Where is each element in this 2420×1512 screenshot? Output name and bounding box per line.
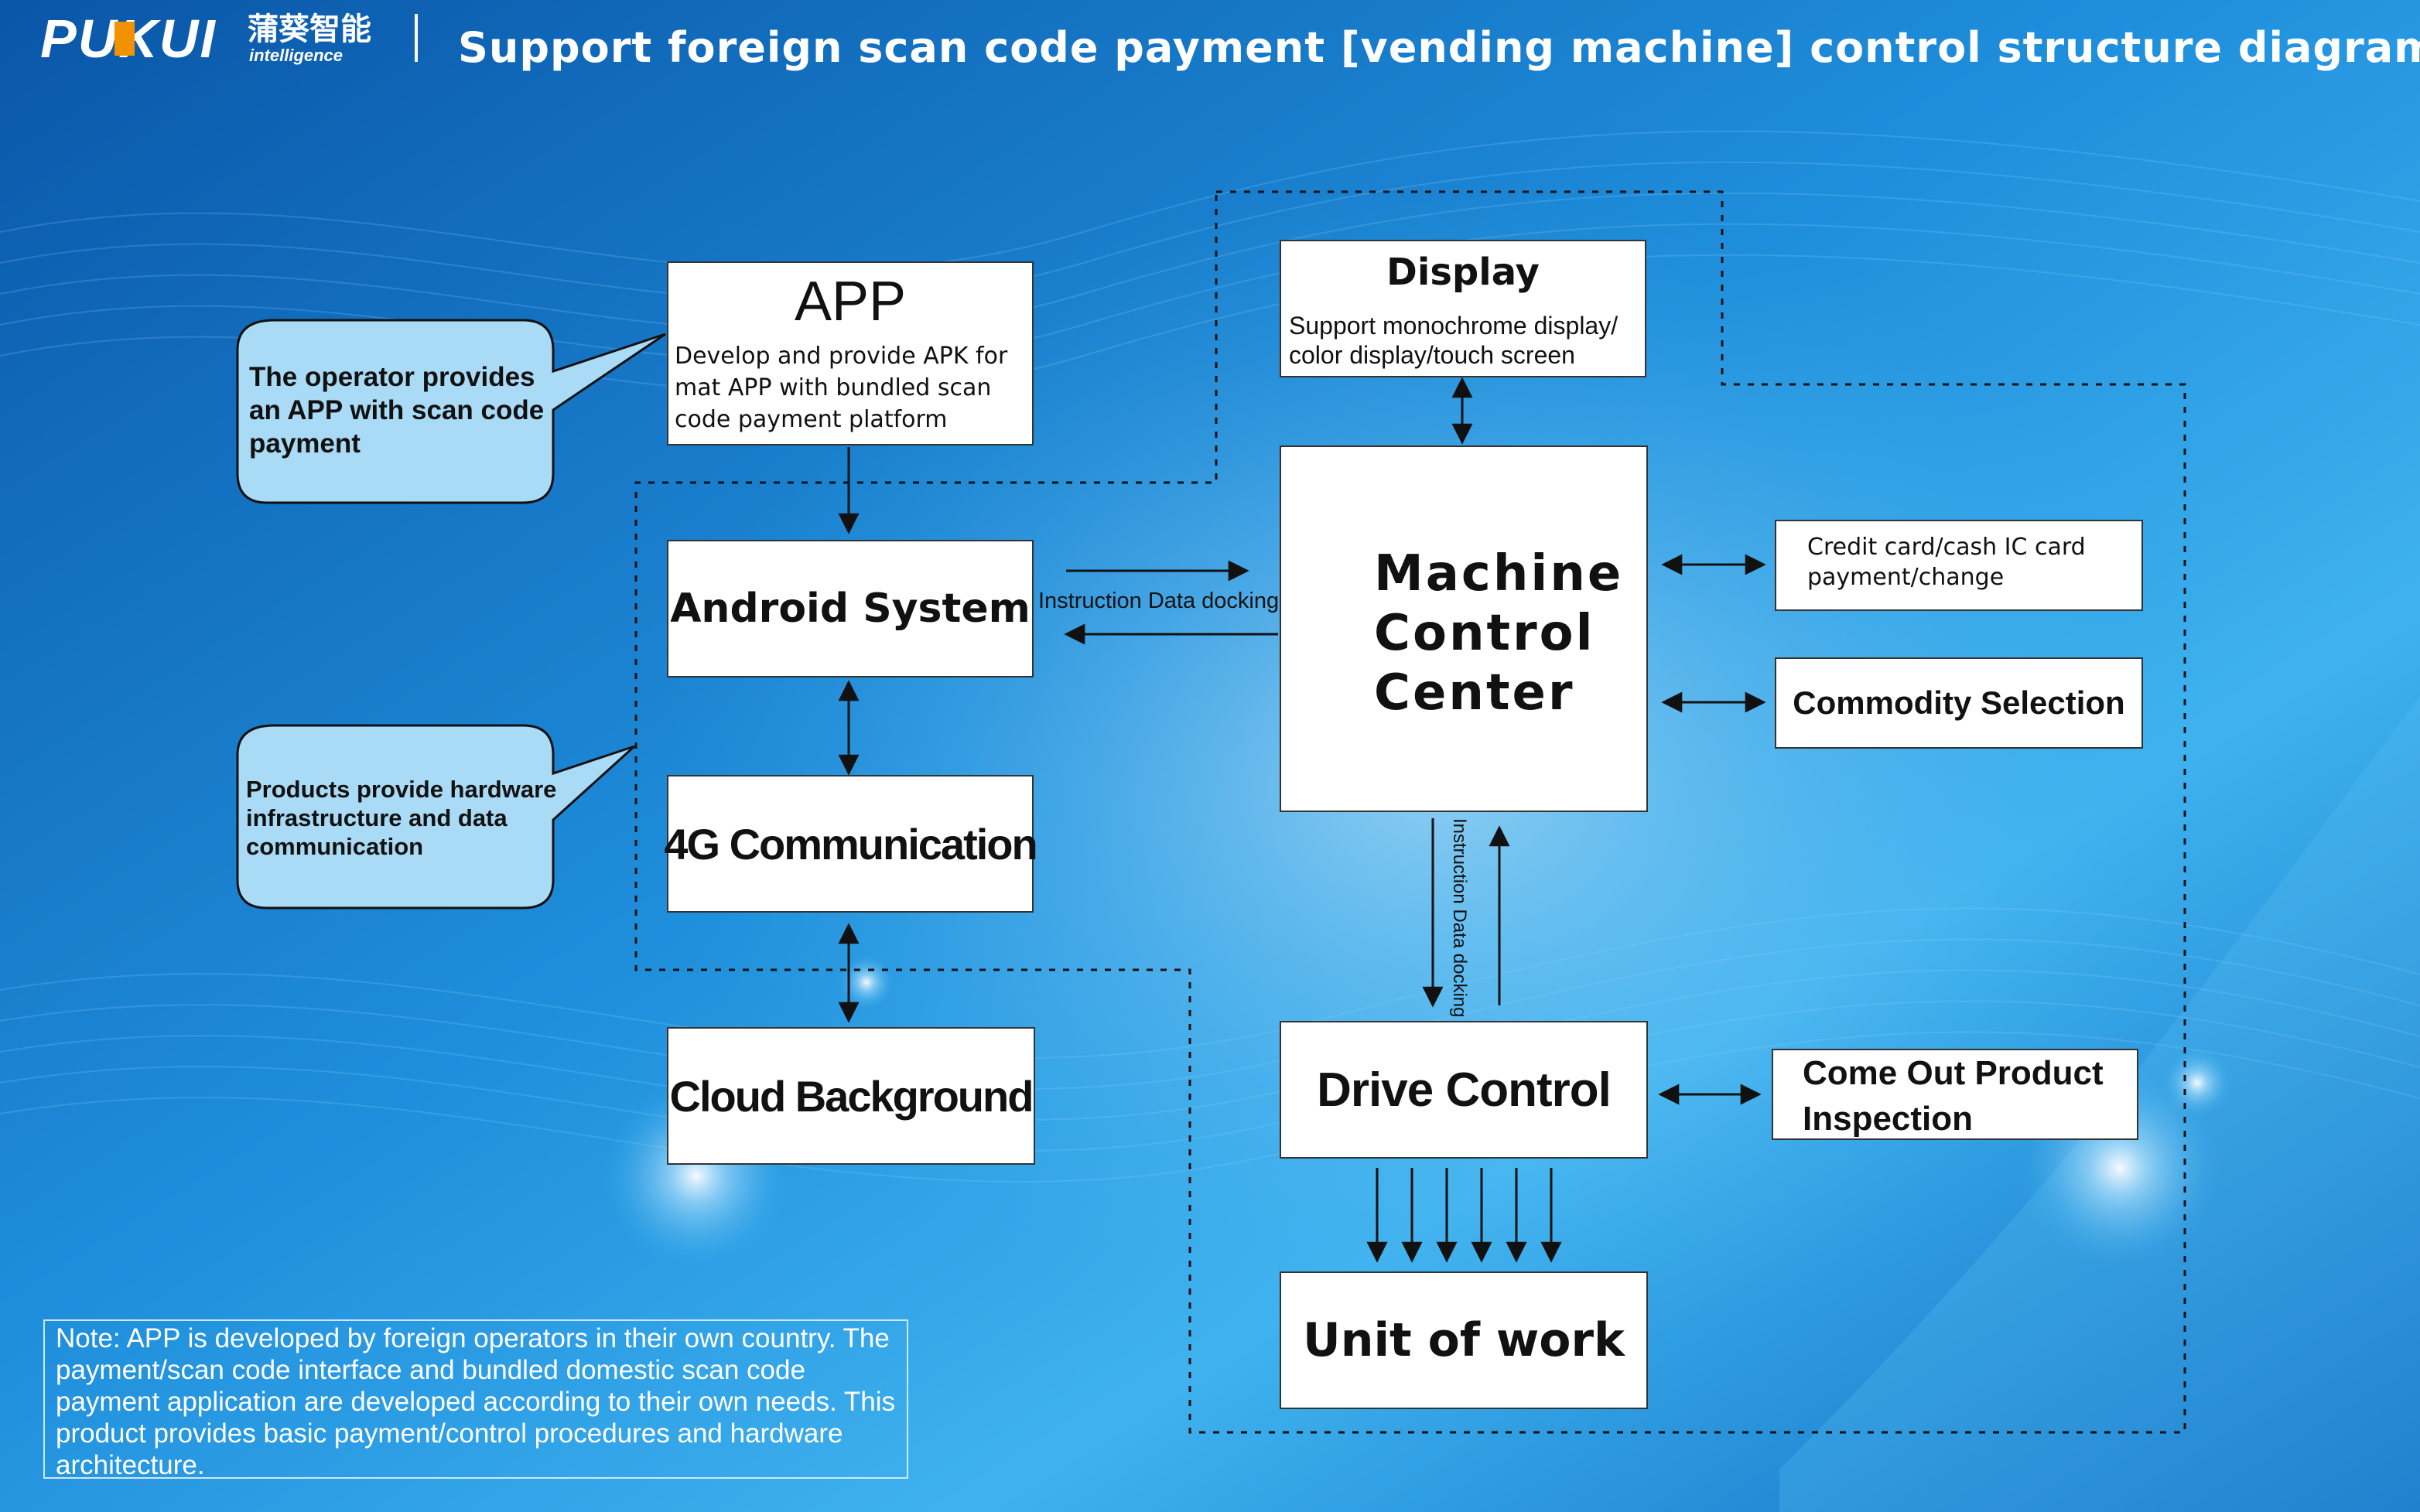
node-commodity: Commodity Selection: [1775, 657, 2143, 749]
node-drive: Drive Control: [1280, 1021, 1648, 1159]
node-cloud-label: Cloud Background: [669, 1071, 1034, 1121]
edge-label-vertical: Instruction Data docking: [1449, 818, 1470, 1018]
node-credit-label: Credit card/cash IC card payment/change: [1807, 534, 2086, 591]
node-4g-label: 4G Communication: [664, 819, 1037, 869]
node-4g: 4G Communication: [664, 775, 1038, 913]
edge-label-horizontal: Instruction Data docking: [1038, 589, 1280, 613]
node-inspection: Come Out Product Inspection: [1772, 1049, 2138, 1140]
note: Note: APP is developed by foreign operat…: [43, 1319, 908, 1480]
node-mcc: Machine Control Center: [1280, 445, 1648, 812]
logo: PUKUI 蒲葵智能 intelligence: [40, 11, 404, 67]
logo-cn: 蒲葵智能: [248, 12, 371, 47]
node-cloud: Cloud Background: [667, 1027, 1035, 1165]
node-display-desc: Support monochrome display/ color displa…: [1289, 312, 1618, 369]
node-commodity-label: Commodity Selection: [1793, 684, 2125, 721]
node-inspection-label: Come Out Product Inspection: [1803, 1054, 2104, 1138]
node-drive-label: Drive Control: [1317, 1063, 1612, 1117]
node-display: Display Support monochrome display/ colo…: [1280, 240, 1646, 377]
bubble-operator: The operator provides an APP with scan c…: [249, 362, 545, 459]
dashed-region-machine: [634, 190, 2186, 1434]
bubble-products-shape: [236, 724, 636, 910]
page-title: Support foreign scan code payment [vendi…: [458, 23, 2420, 72]
node-android: Android System: [667, 540, 1034, 677]
bubble-products: Products provide hardware infrastructure…: [246, 776, 557, 860]
node-app-title: APP: [794, 271, 907, 333]
node-mcc-label: Machine Control Center: [1374, 545, 1624, 722]
node-credit: Credit card/cash IC card payment/change: [1775, 520, 2143, 611]
node-unit-label: Unit of work: [1303, 1313, 1625, 1367]
node-android-label: Android System: [670, 585, 1031, 632]
node-display-title: Display: [1386, 251, 1540, 294]
logo-accent: [115, 22, 135, 56]
node-unit: Unit of work: [1280, 1271, 1648, 1409]
node-app: APP Develop and provide APK for mat APP …: [667, 261, 1034, 445]
node-app-desc: Develop and provide APK for mat APP with…: [675, 343, 1008, 433]
bubble-operator-shape: [236, 319, 666, 504]
logo-sub: intelligence: [249, 46, 344, 65]
